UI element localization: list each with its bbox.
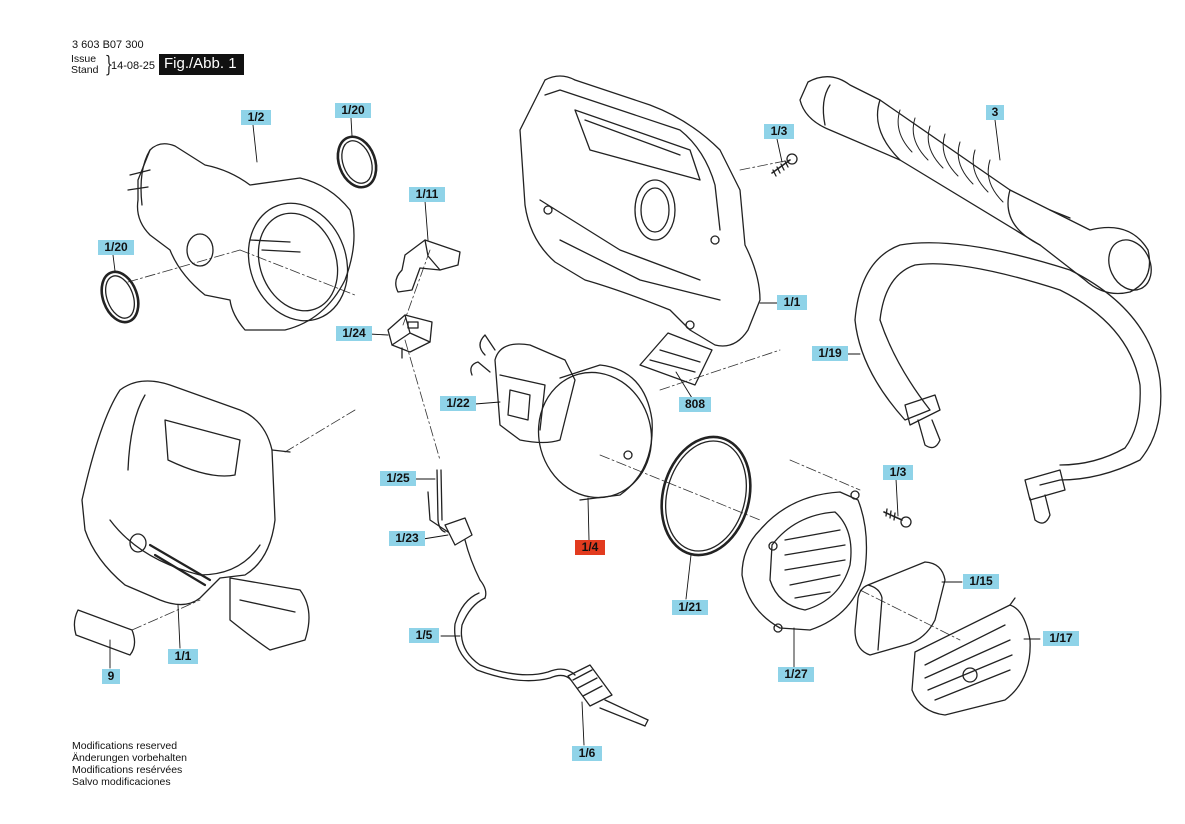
callout-1-22: 1/22 xyxy=(440,396,476,411)
o-ring-1-20-left xyxy=(100,270,140,324)
footer-line-de: Änderungen vorbehalten xyxy=(72,752,188,764)
screw-1-3-bottom xyxy=(883,508,912,528)
screw-1-3-top xyxy=(771,153,798,177)
callout-1-21: 1/21 xyxy=(672,600,708,615)
footer-line-es: Salvo modificaciones xyxy=(72,776,171,788)
label-sheet-808 xyxy=(639,332,713,386)
callout-1-1-housing: 1/1 xyxy=(777,295,807,310)
callout-1-1-handle: 1/1 xyxy=(168,649,198,664)
callout-1-25: 1/25 xyxy=(380,471,416,486)
badge-label-9 xyxy=(73,609,136,656)
flex-hose-3 xyxy=(799,76,1152,295)
o-ring-1-21 xyxy=(660,435,752,557)
callout-9: 9 xyxy=(102,669,120,684)
lead-wire-1-25 xyxy=(436,469,446,533)
motor-1-4 xyxy=(470,334,653,501)
callout-1-11: 1/11 xyxy=(409,187,445,202)
callout-1-4-highlighted: 1/4 xyxy=(575,540,605,555)
handle-housing-1-1 xyxy=(81,380,310,651)
issue-labels: Issue Stand xyxy=(71,54,98,76)
callout-1-17: 1/17 xyxy=(1043,631,1079,646)
o-ring-1-20-top xyxy=(336,135,378,189)
footer-notes: Modifications reserved Änderungen vorbeh… xyxy=(72,740,187,788)
callout-1-5: 1/5 xyxy=(409,628,439,643)
power-cable-1-5 xyxy=(454,579,576,682)
part-number: 3 603 B07 300 xyxy=(72,39,144,51)
leader-lines xyxy=(109,117,1041,746)
callout-1-19: 1/19 xyxy=(812,346,848,361)
callout-1-20-left: 1/20 xyxy=(98,240,134,255)
footer-line-fr: Modifications resérvées xyxy=(72,764,183,776)
callout-1-24: 1/24 xyxy=(336,326,372,341)
capacitor-1-23 xyxy=(427,491,481,581)
callout-1-20-top: 1/20 xyxy=(335,103,371,118)
stand-label: Stand xyxy=(71,64,99,76)
callout-808: 808 xyxy=(679,397,711,412)
callout-1-3-top: 1/3 xyxy=(764,124,794,139)
shoulder-strap-1-19 xyxy=(854,242,1162,524)
housing-half-1-1 xyxy=(519,75,761,347)
clip-1-11 xyxy=(395,239,461,293)
center-lines xyxy=(127,159,961,641)
fan-cover-1-27 xyxy=(741,490,868,633)
issue-date: 14-08-25 xyxy=(111,60,156,72)
filter-pad-1-15 xyxy=(854,561,946,656)
nozzle-housing-1-2 xyxy=(127,143,355,331)
footer-line-en: Modifications reserved xyxy=(72,740,178,752)
grille-cap-1-17 xyxy=(911,597,1031,716)
brace-glyph: } xyxy=(104,53,114,78)
cord-1-6 xyxy=(567,664,649,727)
callout-1-27: 1/27 xyxy=(778,667,814,682)
issue-label: Issue xyxy=(71,53,97,65)
callout-1-15: 1/15 xyxy=(963,574,999,589)
callout-1-6: 1/6 xyxy=(572,746,602,761)
switch-1-24 xyxy=(387,314,433,359)
figure-label: Fig./Abb. 1 xyxy=(159,54,244,75)
callout-1-23: 1/23 xyxy=(389,531,425,546)
issue-block: Issue Stand } 14-08-25 Fig./Abb. 1 xyxy=(71,54,271,84)
callout-1-3-bottom: 1/3 xyxy=(883,465,913,480)
callout-1-2: 1/2 xyxy=(241,110,271,125)
callout-3: 3 xyxy=(986,105,1004,120)
